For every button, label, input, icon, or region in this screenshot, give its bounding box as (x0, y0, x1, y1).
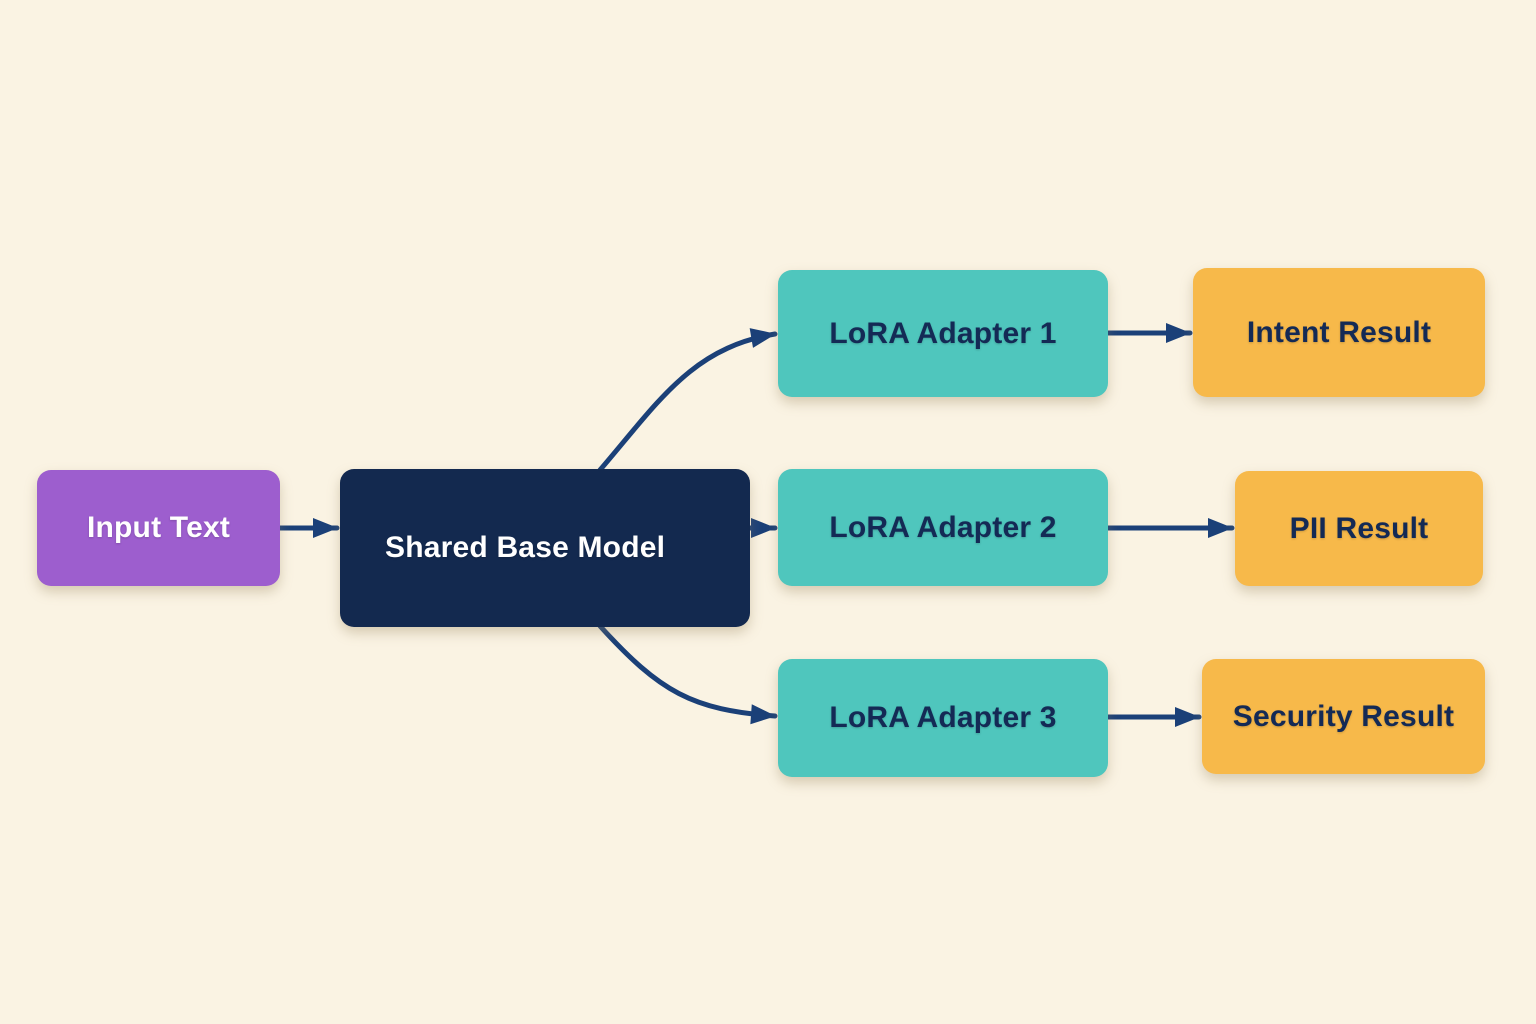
node-shared-base-model: Shared Base Model (340, 469, 750, 627)
node-lora-adapter-1-label: LoRA Adapter 1 (829, 316, 1057, 350)
node-lora-adapter-3-label: LoRA Adapter 3 (829, 701, 1057, 734)
node-shared-base-model-label: Shared Base Model (385, 530, 666, 564)
edge-base-to-adapter3 (597, 623, 778, 725)
node-input-text-label: Input Text (86, 511, 231, 544)
node-pii-result-label: PII Result (1289, 511, 1429, 545)
node-lora-adapter-1: LoRA Adapter 1 (778, 270, 1108, 397)
node-lora-adapter-2: LoRA Adapter 2 (778, 469, 1108, 586)
node-lora-adapter-2-label: LoRA Adapter 2 (829, 510, 1057, 544)
node-input-text: Input Text (37, 470, 280, 586)
node-security-result-label: Security Result (1232, 699, 1455, 733)
node-intent-result: Intent Result (1193, 268, 1485, 397)
node-intent-result-label: Intent Result (1246, 315, 1432, 349)
node-security-result: Security Result (1202, 659, 1485, 774)
edge-base-to-adapter1 (597, 328, 778, 473)
node-pii-result: PII Result (1235, 471, 1483, 586)
node-lora-adapter-3: LoRA Adapter 3 (778, 659, 1108, 777)
